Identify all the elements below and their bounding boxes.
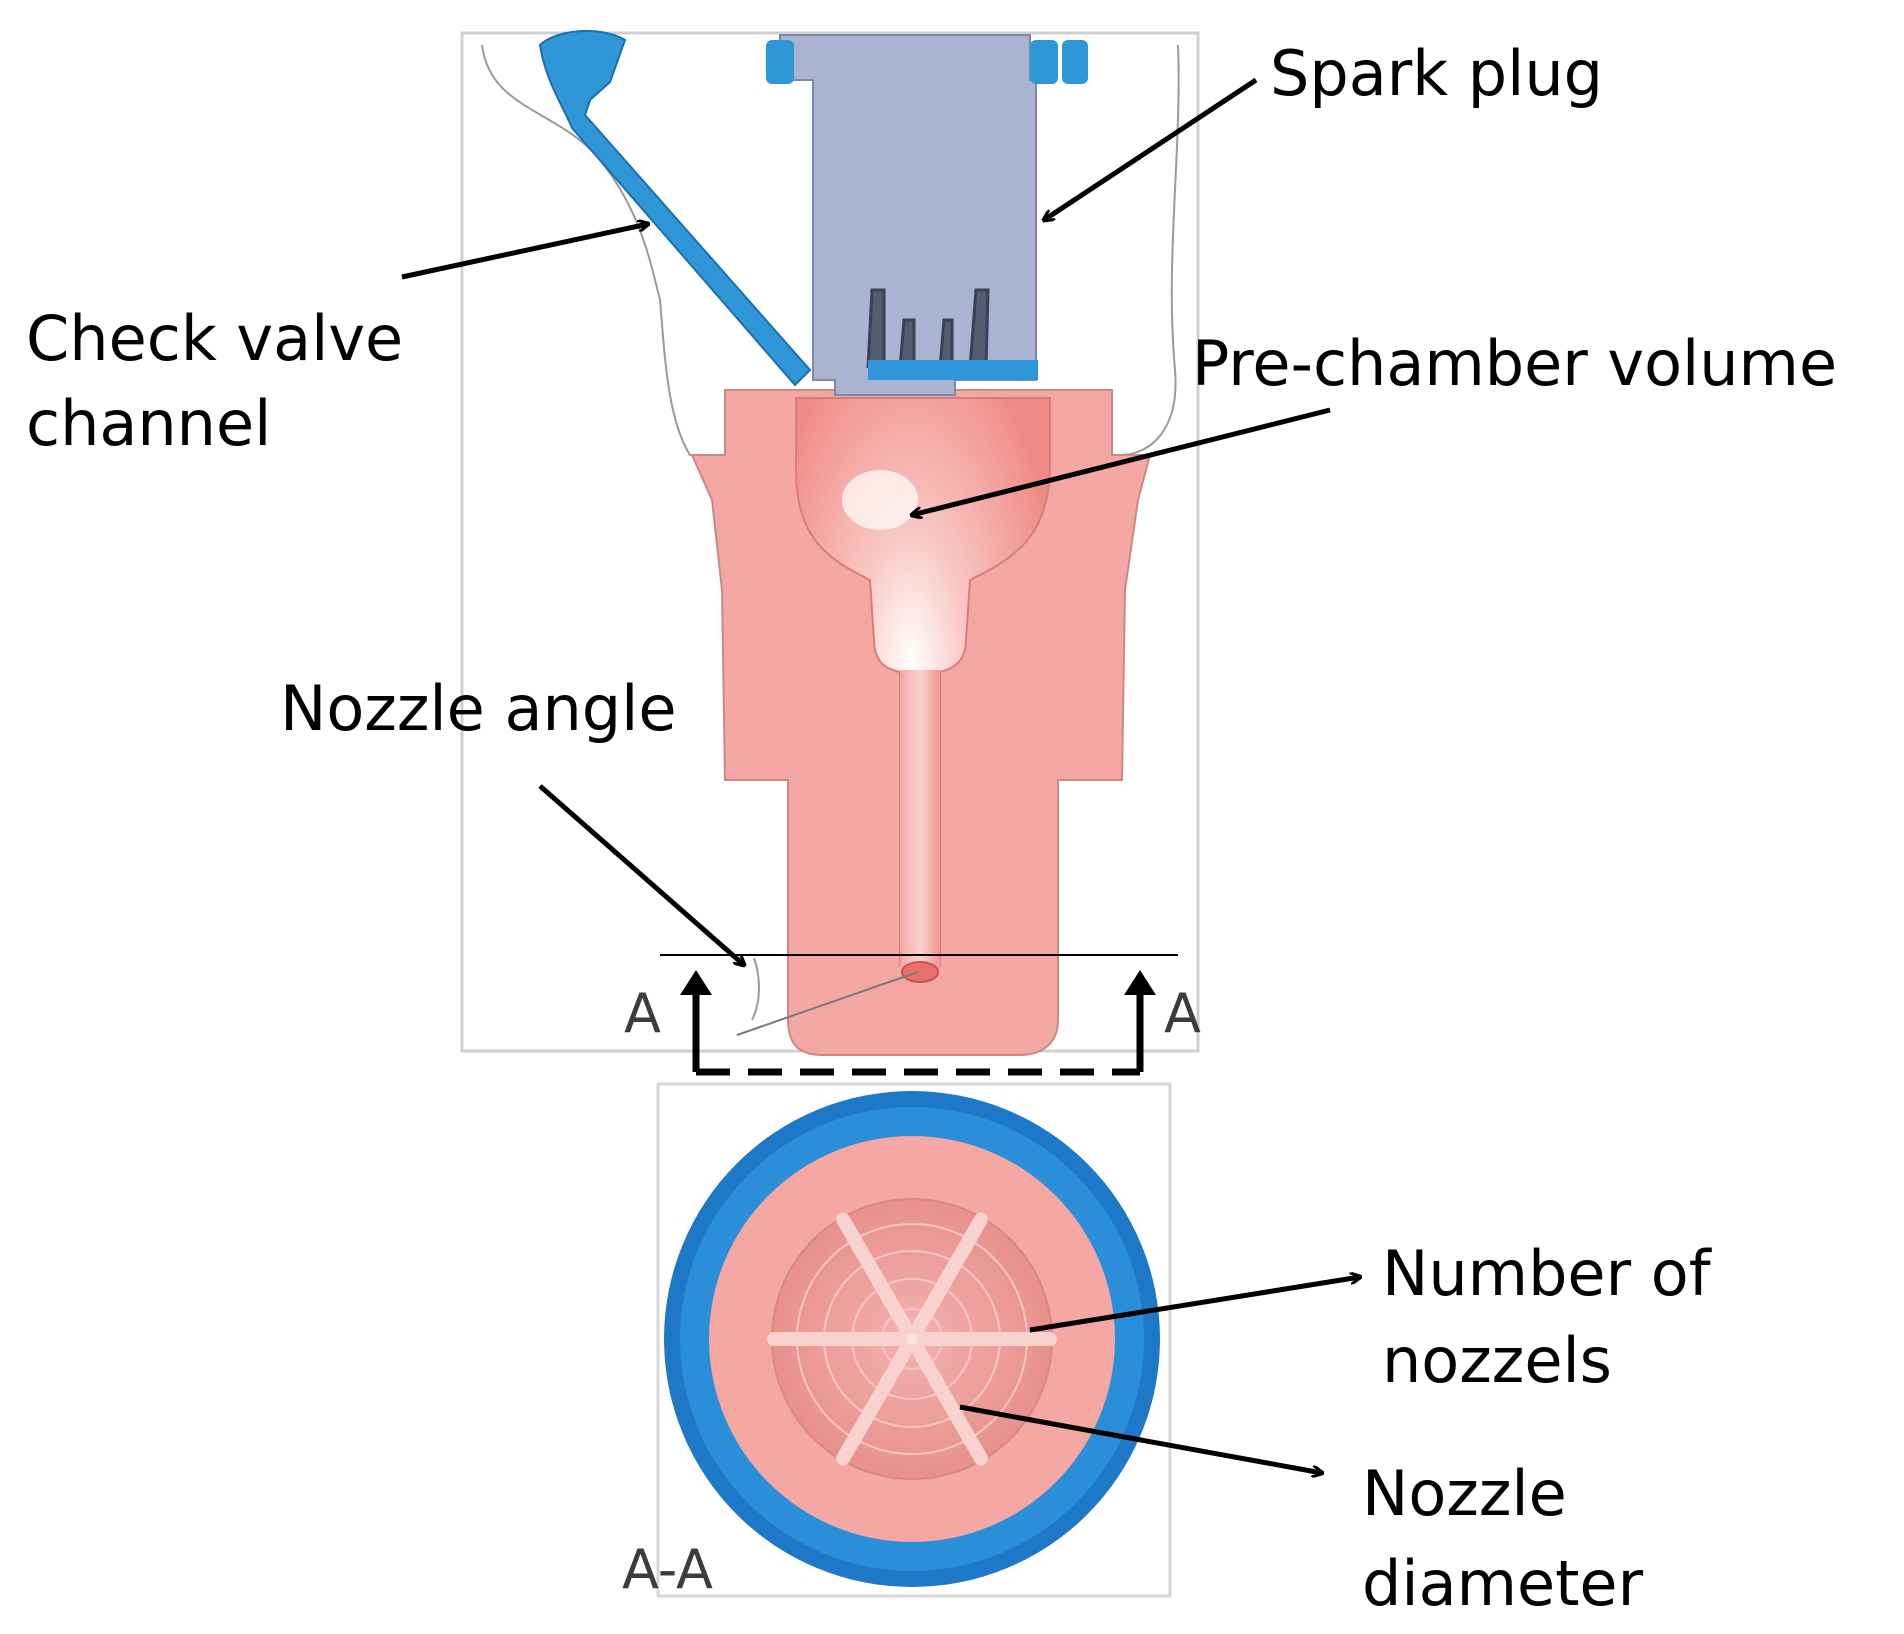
nozzle-spoke [905, 1332, 988, 1466]
nozzle-spoke [836, 1212, 919, 1346]
spark-plug [779, 34, 1037, 396]
cylinder-head-section [460, 29, 1200, 1056]
leader-lines [401, 77, 1360, 1473]
head-inner-contour-right [1119, 44, 1180, 456]
check-valve-channel [538, 29, 812, 387]
nozzle-center [906, 1333, 918, 1345]
label-spark-plug: Spark plug [1270, 37, 1603, 110]
label-check-valve-channel-line1: Check valve [26, 302, 403, 375]
spark-plug-flange-left2 [1062, 40, 1088, 84]
leader-nozzle-angle [538, 784, 744, 965]
label-nozzle-angle: Nozzle angle [280, 672, 677, 745]
leader-check-valve-channel [401, 224, 648, 280]
nozzle-angle-arc [751, 957, 760, 1021]
label-pre-chamber-volume: Pre-chamber volume [1192, 327, 1837, 400]
callout-labels: Spark plug Check valve channel Pre-chamb… [26, 37, 1837, 1620]
spark-plug-flange-right [1030, 40, 1058, 84]
label-nozzle-diameter-line2: diameter [1362, 1547, 1644, 1620]
leader-pre-chamber-volume [912, 407, 1331, 515]
label-number-of-nozzles-line2: nozzels [1382, 1324, 1612, 1397]
nozzle-angle-line [736, 971, 919, 1036]
nozzle-spoke [836, 1332, 919, 1466]
label-nozzle-diameter-line1: Nozzle [1362, 1457, 1567, 1530]
section-view-label: A-A [622, 1538, 713, 1601]
section-marker-left: A [624, 982, 661, 1045]
spark-plug-flange-left [766, 40, 794, 84]
leader-spark-plug [1044, 77, 1258, 220]
nozzle-spoke [905, 1212, 988, 1346]
spark-plug-seat [868, 360, 1038, 380]
nozzle-bore [900, 670, 940, 970]
section-markers: A A [624, 970, 1201, 1076]
leader-nozzle-diameter [959, 1404, 1322, 1473]
nozzle-orifice [901, 961, 939, 983]
section-arrowhead-left [680, 970, 712, 995]
label-check-valve-channel-line2: channel [26, 387, 271, 460]
chamber-highlight [842, 470, 918, 530]
section-view-a-a: A-A [622, 1082, 1172, 1601]
label-number-of-nozzles-line1: Number of [1382, 1237, 1713, 1310]
nozzle-spokes [767, 1212, 1057, 1466]
section-marker-right: A [1164, 982, 1201, 1045]
leader-number-of-nozzles [1029, 1277, 1360, 1333]
section-arrowhead-right [1124, 970, 1156, 995]
